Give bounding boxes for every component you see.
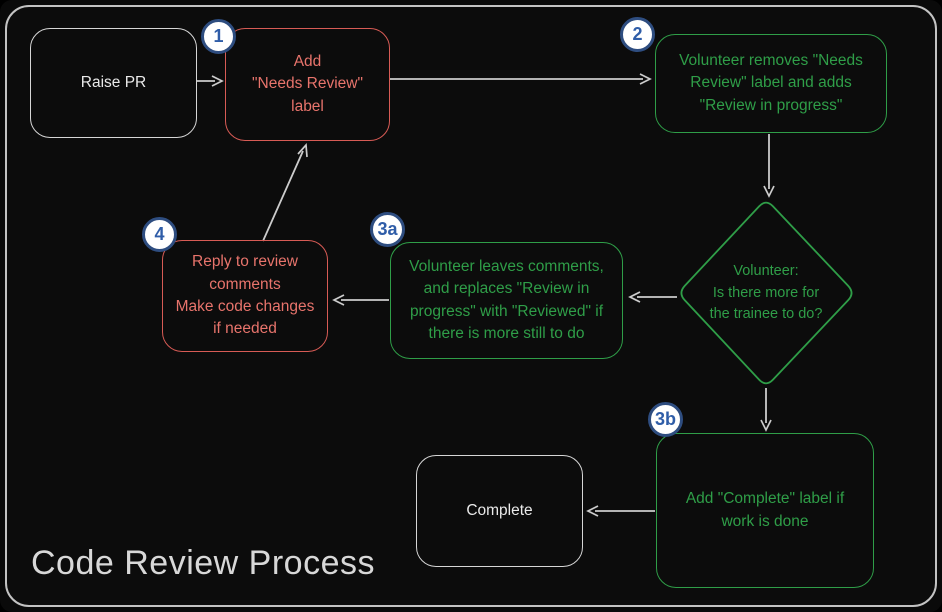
node-add-complete-label: Add "Complete" label if work is done xyxy=(656,433,874,588)
step-badge-4: 4 xyxy=(142,217,177,252)
arrow-reply-to-needsreview xyxy=(262,150,304,242)
diagram-title: Code Review Process xyxy=(31,544,375,582)
node-complete: Complete xyxy=(416,455,583,567)
step-badge-3a: 3a xyxy=(370,212,405,247)
arrowhead xyxy=(586,505,599,517)
arrowhead xyxy=(332,294,345,306)
arrowhead xyxy=(763,185,775,198)
node-decision-label: Volunteer: Is there more for the trainee… xyxy=(709,263,823,322)
node-raise-pr: Raise PR xyxy=(30,28,197,138)
node-reply-to-review-comments: Reply to review comments Make code chang… xyxy=(162,240,328,352)
step-badge-1: 1 xyxy=(201,19,236,54)
node-volunteer-removes-label: Volunteer removes "Needs Review" label a… xyxy=(655,34,887,133)
arrowhead xyxy=(297,142,308,158)
step-badge-2: 2 xyxy=(620,17,655,52)
arrowhead xyxy=(760,419,772,432)
arrowhead xyxy=(628,291,641,303)
arrowhead xyxy=(639,73,652,85)
node-volunteer-leaves-comments: Volunteer leaves comments, and replaces … xyxy=(390,242,623,359)
step-badge-3b: 3b xyxy=(648,402,683,437)
arrowhead xyxy=(211,75,224,87)
node-add-needs-review-label: Add "Needs Review" label xyxy=(225,28,390,141)
